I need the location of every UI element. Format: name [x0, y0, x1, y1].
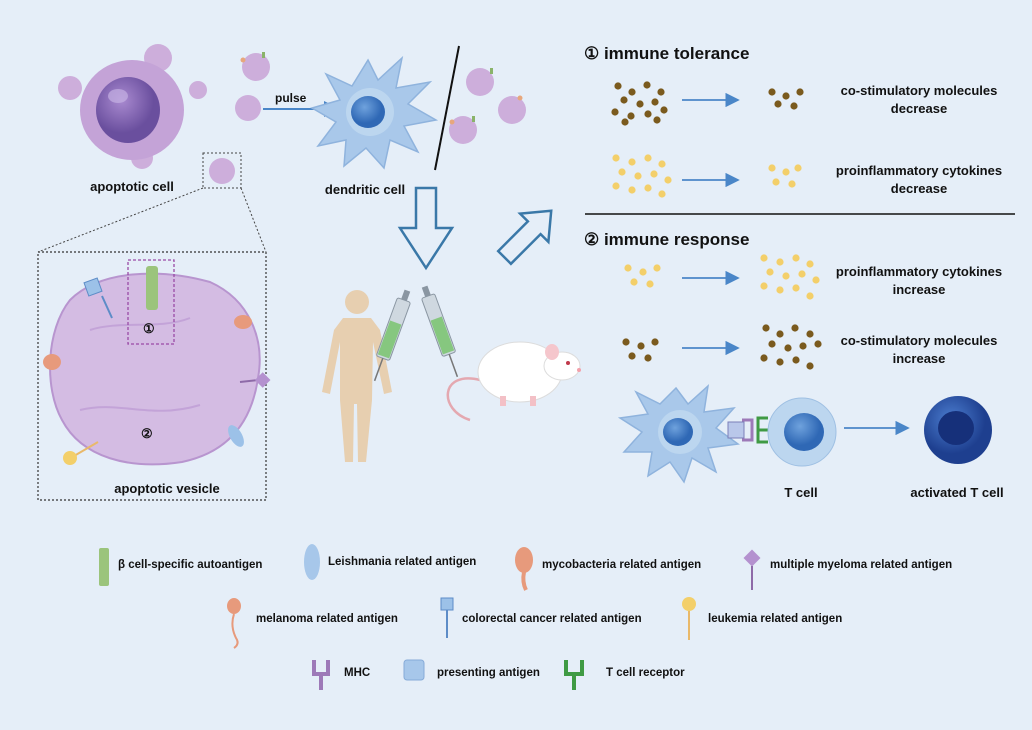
legend-leukemia: leukemia related antigen: [708, 613, 843, 625]
apoptotic-vesicle-label: apoptotic vesicle: [114, 481, 220, 496]
myeloma-antigen-icon: [743, 549, 761, 590]
response-yellow-dots-many: [760, 254, 820, 300]
tolerance-proinflam-line1: proinflammatory cytokines: [835, 163, 1003, 178]
tolerance-proinflam-line2: decrease: [890, 181, 948, 196]
immune-tolerance-title: ① immune tolerance: [584, 44, 750, 63]
apoptotic-cell-label: apoptotic cell: [90, 179, 174, 194]
legend-leishmania: Leishmania related antigen: [328, 556, 477, 568]
response-costim-line1: co-stimulatory molecules: [840, 333, 998, 348]
syringe-icon: [373, 285, 459, 382]
vesicle-zoom-source: [37, 152, 267, 253]
legend-t-cell-receptor: T cell receptor: [606, 667, 685, 679]
apoptotic-vesicle-icon: [43, 259, 271, 466]
tolerance-brown-dots-many: [611, 81, 668, 126]
dendritic-cell-icon: [310, 55, 439, 170]
tolerance-costim-line1: co-stimulatory molecules: [840, 83, 998, 98]
tolerance-costim-line2: decrease: [890, 101, 948, 116]
presenting-antigen-icon: [403, 659, 425, 681]
down-arrow: [397, 186, 455, 271]
melanoma-antigen-icon: [227, 598, 241, 649]
t-cell-label: T cell: [784, 485, 818, 500]
legend-presenting-antigen: presenting antigen: [437, 667, 540, 679]
legend-beta-cell: β cell-specific autoantigen: [118, 559, 263, 571]
marker-2: ②: [141, 426, 153, 441]
small-vesicles: [235, 52, 526, 144]
tolerance-brown-dots-few: [768, 88, 804, 110]
activated-t-cell-icon: [924, 396, 992, 464]
legend-melanoma: melanoma related antigen: [256, 613, 398, 625]
legend-myeloma: multiple myeloma related antigen: [770, 559, 953, 571]
leishmania-antigen-icon: [304, 544, 320, 580]
tolerance-yellow-dots-many: [612, 154, 672, 198]
pulse-label: pulse: [275, 91, 307, 105]
apoptotic-cell-icon: [58, 44, 207, 169]
up-right-arrow: [496, 209, 553, 266]
tolerance-yellow-dots-few: [768, 164, 802, 188]
mhc-icon: [312, 660, 330, 690]
immune-response-title: ② immune response: [584, 230, 750, 249]
dendritic-cell-label: dendritic cell: [324, 182, 406, 197]
response-proinflam-line2: increase: [892, 282, 946, 297]
response-yellow-dots-few: [624, 264, 661, 288]
legend-colorectal: colorectal cancer related antigen: [462, 613, 642, 625]
response-brown-dots-many: [760, 324, 822, 370]
mouse-icon: [446, 341, 581, 422]
leukemia-antigen-icon: [682, 597, 696, 640]
colorectal-antigen-icon: [440, 597, 454, 638]
beta-cell-antigen-icon: [99, 548, 109, 586]
t-cell-receptor-icon: [564, 660, 584, 690]
dendritic-cell-small-icon: [617, 384, 740, 484]
divider-line: [434, 45, 460, 171]
activated-t-cell-label: activated T cell: [910, 485, 1004, 500]
response-proinflam-line1: proinflammatory cytokines: [835, 264, 1003, 279]
legend-icons: [99, 544, 761, 690]
legend-mhc: MHC: [344, 667, 371, 679]
mycobacteria-antigen-icon: [515, 547, 533, 591]
mhc-tcr-complex-icon: [727, 416, 772, 444]
response-costim-line2: increase: [892, 351, 946, 366]
marker-1: ①: [143, 321, 155, 336]
response-brown-dots-few: [622, 338, 659, 362]
t-cell-icon: [767, 397, 837, 467]
legend-mycobacteria: mycobacteria related antigen: [542, 559, 702, 571]
human-figure-icon: [322, 290, 392, 462]
